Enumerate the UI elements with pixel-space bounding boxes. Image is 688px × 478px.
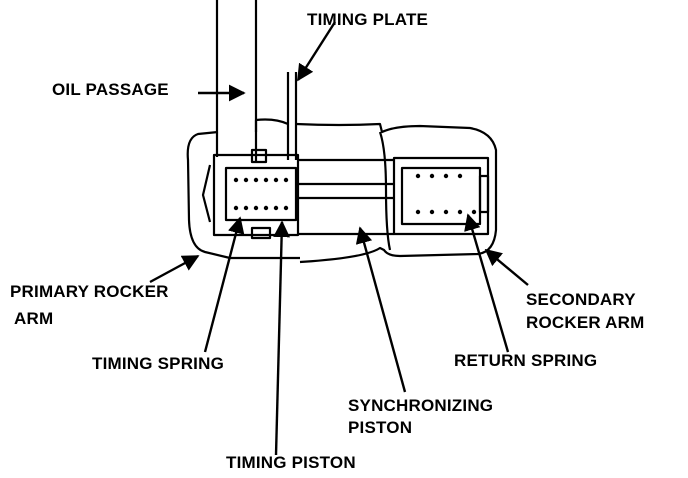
primary-rocker-arm-label-line2: ARM [14, 309, 54, 328]
timing-plate-label: TIMING PLATE [307, 10, 429, 29]
return-spring-label: RETURN SPRING [454, 351, 598, 370]
timing-spring-label: TIMING SPRING [92, 354, 224, 373]
primary-rocker-arm-label-line1: PRIMARY ROCKER [10, 282, 169, 301]
secondary-rocker-arm-label-line2: ROCKER ARM [526, 313, 645, 332]
oil-passage-label: OIL PASSAGE [52, 80, 169, 99]
secondary-rocker-arm-label-line1: SECONDARY [526, 290, 636, 309]
synchronizing-piston-label-line1: SYNCHRONIZING [348, 396, 494, 415]
timing-piston-label: TIMING PISTON [226, 453, 356, 472]
synchronizing-piston-label-line2: PISTON [348, 418, 413, 437]
